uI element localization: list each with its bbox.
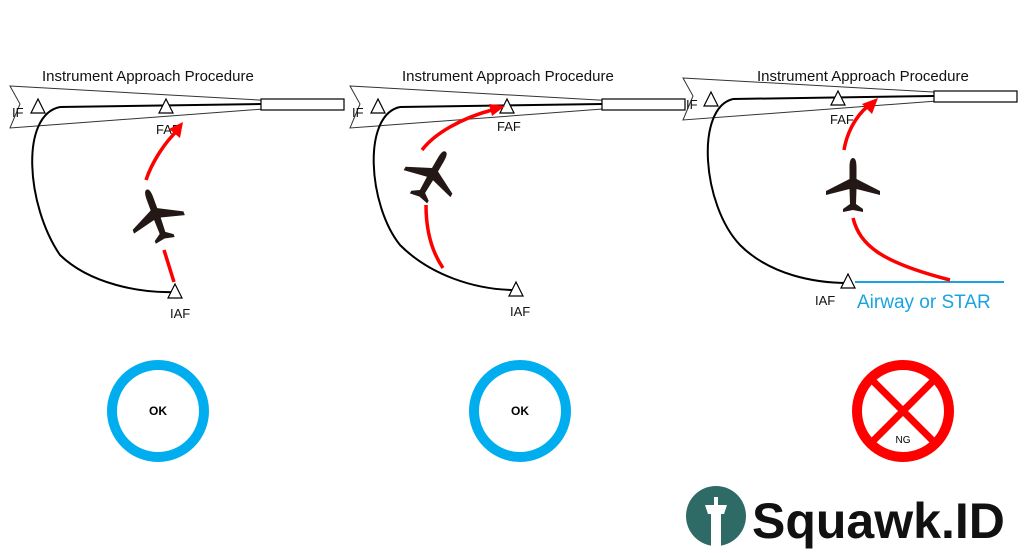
panel-title: Instrument Approach Procedure (402, 68, 614, 85)
if-label: IF (686, 97, 698, 112)
airway-label: Airway or STAR (857, 292, 991, 313)
ng-badge (852, 360, 954, 462)
tower-cab (705, 505, 727, 514)
airplane-icon (395, 138, 469, 212)
iaf-label: IAF (510, 304, 530, 319)
brand-name: Squawk.ID (752, 493, 1005, 549)
panel-2: Instrument Approach Procedure IF FAF IAF… (349, 68, 686, 462)
route-segment (851, 217, 951, 282)
status-label: OK (149, 404, 167, 418)
if-fix-marker (370, 97, 386, 114)
approach-wedge (682, 77, 1005, 121)
tower-shaft (711, 514, 721, 546)
panel-title: Instrument Approach Procedure (757, 68, 969, 85)
procedure-arc (706, 98, 849, 284)
tower-antenna (714, 497, 718, 505)
route-segment (424, 204, 445, 269)
faf-label: FAF (497, 119, 521, 134)
iaf-label: IAF (170, 306, 190, 321)
runway (933, 90, 1018, 103)
approach-wedge (349, 85, 671, 129)
final-approach-course (732, 95, 935, 100)
panel-1: Instrument Approach Procedure IF FAF IAF… (9, 68, 345, 462)
procedure-arc (372, 106, 517, 291)
route-segment (842, 104, 870, 151)
route-arrowhead (862, 98, 878, 114)
faf-label: FAF (830, 112, 854, 127)
airplane-icon (121, 180, 191, 250)
ok-badge (107, 360, 209, 462)
route-arrowhead (489, 104, 505, 116)
if-label: IF (12, 105, 24, 120)
ok-badge (469, 360, 571, 462)
status-label: NG (896, 435, 911, 446)
iaf-fix-marker (840, 272, 856, 289)
route-segment (144, 128, 180, 181)
brand-logo: Squawk.ID (686, 486, 1005, 549)
panel-title: Instrument Approach Procedure (42, 68, 254, 85)
faf-fix-marker (158, 97, 174, 114)
panel-3: Instrument Approach Procedure IF FAF IAF… (682, 68, 1018, 462)
iaf-label: IAF (815, 293, 835, 308)
faf-fix-marker (830, 89, 846, 106)
iaf-fix-marker (167, 282, 183, 299)
if-fix-marker (30, 97, 46, 114)
if-fix-marker (703, 90, 719, 107)
runway (601, 98, 686, 111)
route-segment (162, 249, 176, 283)
status-label: OK (511, 404, 529, 418)
airplane-icon (826, 158, 880, 212)
procedure-arc (31, 106, 175, 294)
ng-cross-line (868, 376, 938, 446)
if-label: IF (352, 105, 364, 120)
iaf-fix-marker (508, 280, 524, 297)
route-arrowhead (169, 122, 183, 138)
route-segment (420, 108, 493, 152)
final-approach-course (59, 103, 262, 108)
approach-wedge (9, 85, 331, 129)
runway (260, 98, 345, 111)
